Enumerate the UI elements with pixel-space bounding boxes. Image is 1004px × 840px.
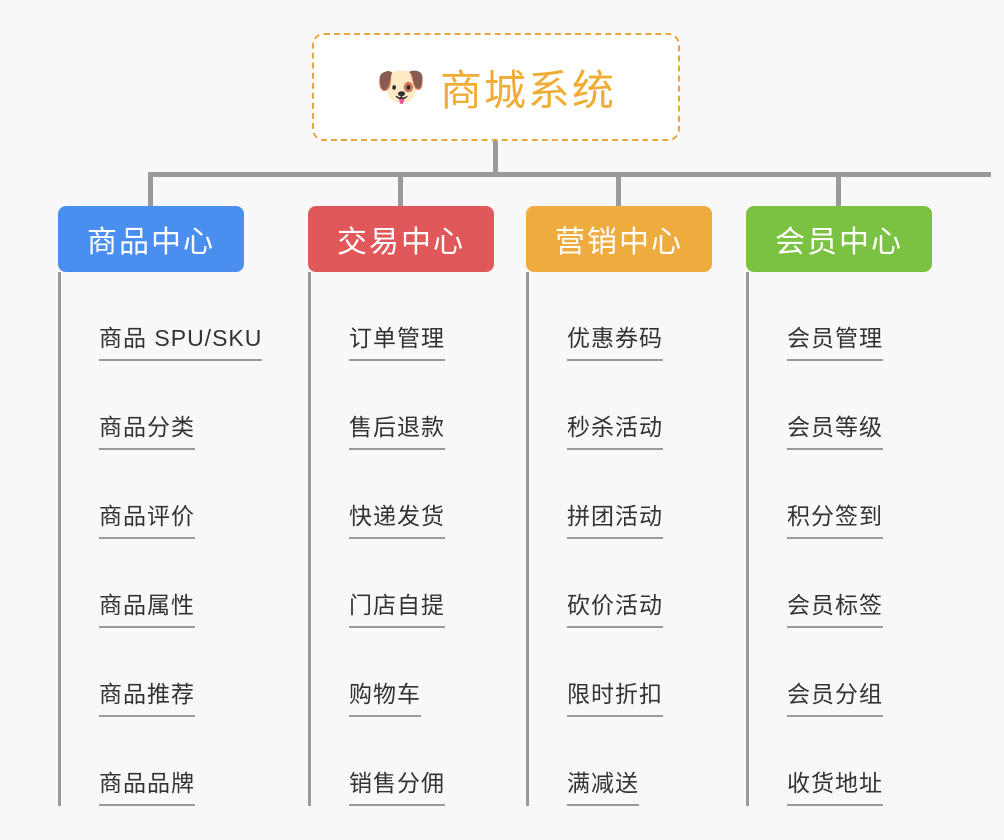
list-item[interactable]: 会员等级 — [763, 361, 966, 450]
leaf-label: 会员标签 — [787, 586, 883, 628]
root-title: 商城系统 — [439, 66, 616, 114]
leaf-label: 商品属性 — [99, 586, 195, 628]
leaf-label: 积分签到 — [787, 497, 883, 539]
leaf-label: 购物车 — [349, 675, 421, 717]
list-item[interactable]: 商品品牌 — [75, 717, 278, 806]
leaf-label: 销售分佣 — [349, 764, 445, 806]
leaf-list-marketing-center: 优惠券码 秒杀活动 拼团活动 砍价活动 限时折扣 满减送 — [526, 272, 746, 806]
branch-label: 会员中心 — [775, 226, 903, 259]
leaf-label: 商品品牌 — [99, 764, 195, 806]
root-node[interactable]: 🐶 商城系统 — [312, 33, 680, 141]
list-item[interactable]: 秒杀活动 — [543, 361, 746, 450]
list-item[interactable]: 收货地址 — [763, 717, 966, 806]
branch-label: 商品中心 — [87, 226, 215, 259]
branch-header-product-center[interactable]: 商品中心 — [58, 206, 244, 272]
branch-header-member-center[interactable]: 会员中心 — [746, 206, 932, 272]
leaf-label: 商品评价 — [99, 497, 195, 539]
connector-drop-1 — [148, 172, 153, 208]
leaf-label: 限时折扣 — [567, 675, 663, 717]
connector-horizontal-bus — [148, 172, 991, 177]
connector-drop-4 — [836, 172, 841, 208]
connector-drop-3 — [616, 172, 621, 208]
leaf-label: 秒杀活动 — [567, 408, 663, 450]
leaf-label: 商品 SPU/SKU — [99, 319, 263, 361]
branch-header-trade-center[interactable]: 交易中心 — [308, 206, 494, 272]
list-item[interactable]: 订单管理 — [325, 272, 528, 361]
leaf-label: 拼团活动 — [567, 497, 663, 539]
list-item[interactable]: 拼团活动 — [543, 450, 746, 539]
connector-drop-2 — [398, 172, 403, 208]
list-item[interactable]: 优惠券码 — [543, 272, 746, 361]
leaf-label: 优惠券码 — [567, 319, 663, 361]
leaf-label: 会员分组 — [787, 675, 883, 717]
list-item[interactable]: 购物车 — [325, 628, 528, 717]
list-item[interactable]: 快递发货 — [325, 450, 528, 539]
list-item[interactable]: 商品评价 — [75, 450, 278, 539]
list-item[interactable]: 售后退款 — [325, 361, 528, 450]
leaf-label: 砍价活动 — [567, 586, 663, 628]
leaf-label: 会员管理 — [787, 319, 883, 361]
list-item[interactable]: 门店自提 — [325, 539, 528, 628]
leaf-label: 售后退款 — [349, 408, 445, 450]
list-item[interactable]: 会员分组 — [763, 628, 966, 717]
leaf-label: 商品推荐 — [99, 675, 195, 717]
branch-product-center: 商品中心 商品 SPU/SKU 商品分类 商品评价 商品属性 商品推荐 商品品牌 — [58, 206, 278, 806]
leaf-list-member-center: 会员管理 会员等级 积分签到 会员标签 会员分组 收货地址 — [746, 272, 966, 806]
leaf-label: 商品分类 — [99, 408, 195, 450]
leaf-label: 满减送 — [567, 764, 639, 806]
list-item[interactable]: 会员管理 — [763, 272, 966, 361]
list-item[interactable]: 满减送 — [543, 717, 746, 806]
list-item[interactable]: 商品属性 — [75, 539, 278, 628]
leaf-list-product-center: 商品 SPU/SKU 商品分类 商品评价 商品属性 商品推荐 商品品牌 — [58, 272, 278, 806]
list-item[interactable]: 会员标签 — [763, 539, 966, 628]
branch-member-center: 会员中心 会员管理 会员等级 积分签到 会员标签 会员分组 收货地址 — [746, 206, 966, 806]
leaf-label: 快递发货 — [349, 497, 445, 539]
leaf-label: 会员等级 — [787, 408, 883, 450]
list-item[interactable]: 积分签到 — [763, 450, 966, 539]
list-item[interactable]: 销售分佣 — [325, 717, 528, 806]
connector-root-stem — [493, 141, 498, 174]
list-item[interactable]: 砍价活动 — [543, 539, 746, 628]
branch-marketing-center: 营销中心 优惠券码 秒杀活动 拼团活动 砍价活动 限时折扣 满减送 — [526, 206, 746, 806]
leaf-label: 订单管理 — [349, 319, 445, 361]
branch-label: 营销中心 — [555, 226, 683, 259]
dog-face-icon: 🐶 — [376, 65, 426, 109]
list-item[interactable]: 限时折扣 — [543, 628, 746, 717]
branch-header-marketing-center[interactable]: 营销中心 — [526, 206, 712, 272]
leaf-label: 收货地址 — [787, 764, 883, 806]
leaf-label: 门店自提 — [349, 586, 445, 628]
branch-trade-center: 交易中心 订单管理 售后退款 快递发货 门店自提 购物车 销售分佣 — [308, 206, 528, 806]
branch-label: 交易中心 — [337, 226, 465, 259]
list-item[interactable]: 商品 SPU/SKU — [75, 272, 278, 361]
list-item[interactable]: 商品推荐 — [75, 628, 278, 717]
leaf-list-trade-center: 订单管理 售后退款 快递发货 门店自提 购物车 销售分佣 — [308, 272, 528, 806]
list-item[interactable]: 商品分类 — [75, 361, 278, 450]
